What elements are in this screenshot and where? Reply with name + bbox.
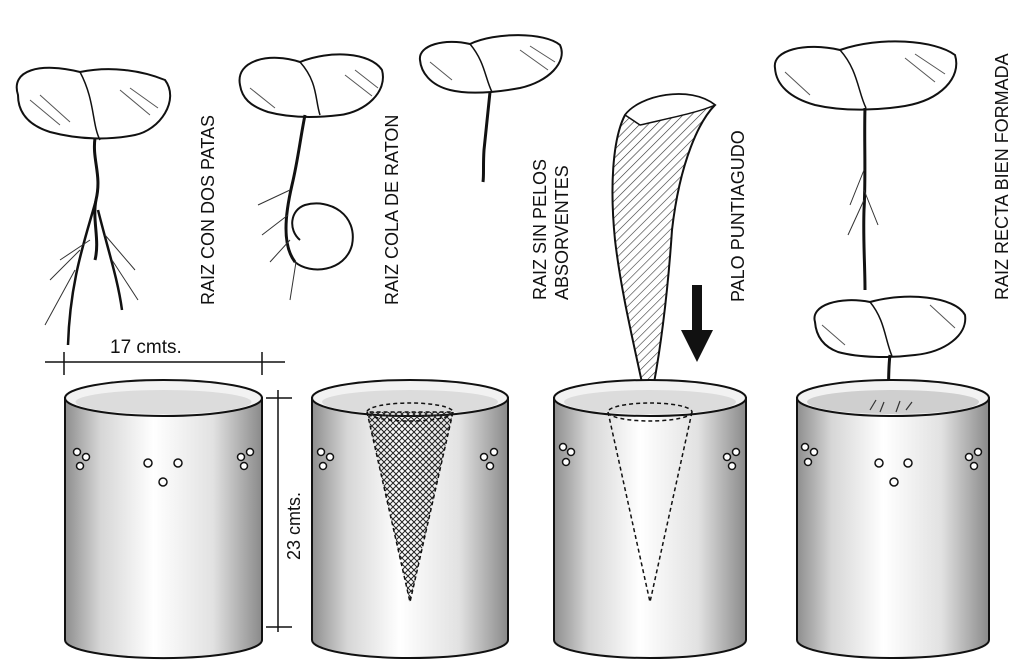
seedling-two-legged-root — [17, 68, 170, 345]
label-no-hair-root-line2: ABSORVENTES — [552, 165, 572, 300]
label-two-legged-root: RAIZ CON DOS PATAS — [198, 115, 218, 305]
label-rat-tail-root: RAIZ COLA DE RATON — [382, 115, 402, 305]
label-straight-root: RAIZ RECTA BIEN FORMADA — [992, 53, 1012, 300]
label-pointed-stick: PALO PUNTIAGUDO — [728, 130, 748, 302]
stem — [286, 115, 305, 262]
planting-can-4 — [797, 380, 989, 658]
stick-body — [612, 94, 715, 412]
down-arrow-icon — [681, 285, 713, 362]
seedling-rat-tail-root — [240, 54, 383, 300]
width-dimension-label: 17 cmts. — [110, 337, 182, 359]
stem — [864, 108, 865, 290]
root-leg-right — [98, 210, 122, 310]
stem — [483, 92, 490, 182]
label-no-hair-root-line1: RAIZ SIN PELOS — [530, 159, 550, 300]
root-leg-left — [68, 200, 96, 345]
root-curl — [292, 203, 353, 269]
planting-can-3 — [554, 380, 746, 658]
height-dimension-label: 23 cmts. — [284, 492, 304, 560]
planting-can-2 — [312, 380, 508, 658]
pointed-stick-illustration — [612, 94, 715, 412]
stem — [94, 138, 98, 260]
seedling-straight-root — [775, 41, 956, 290]
planting-can-1 — [65, 380, 262, 658]
leaf-left — [17, 68, 170, 139]
